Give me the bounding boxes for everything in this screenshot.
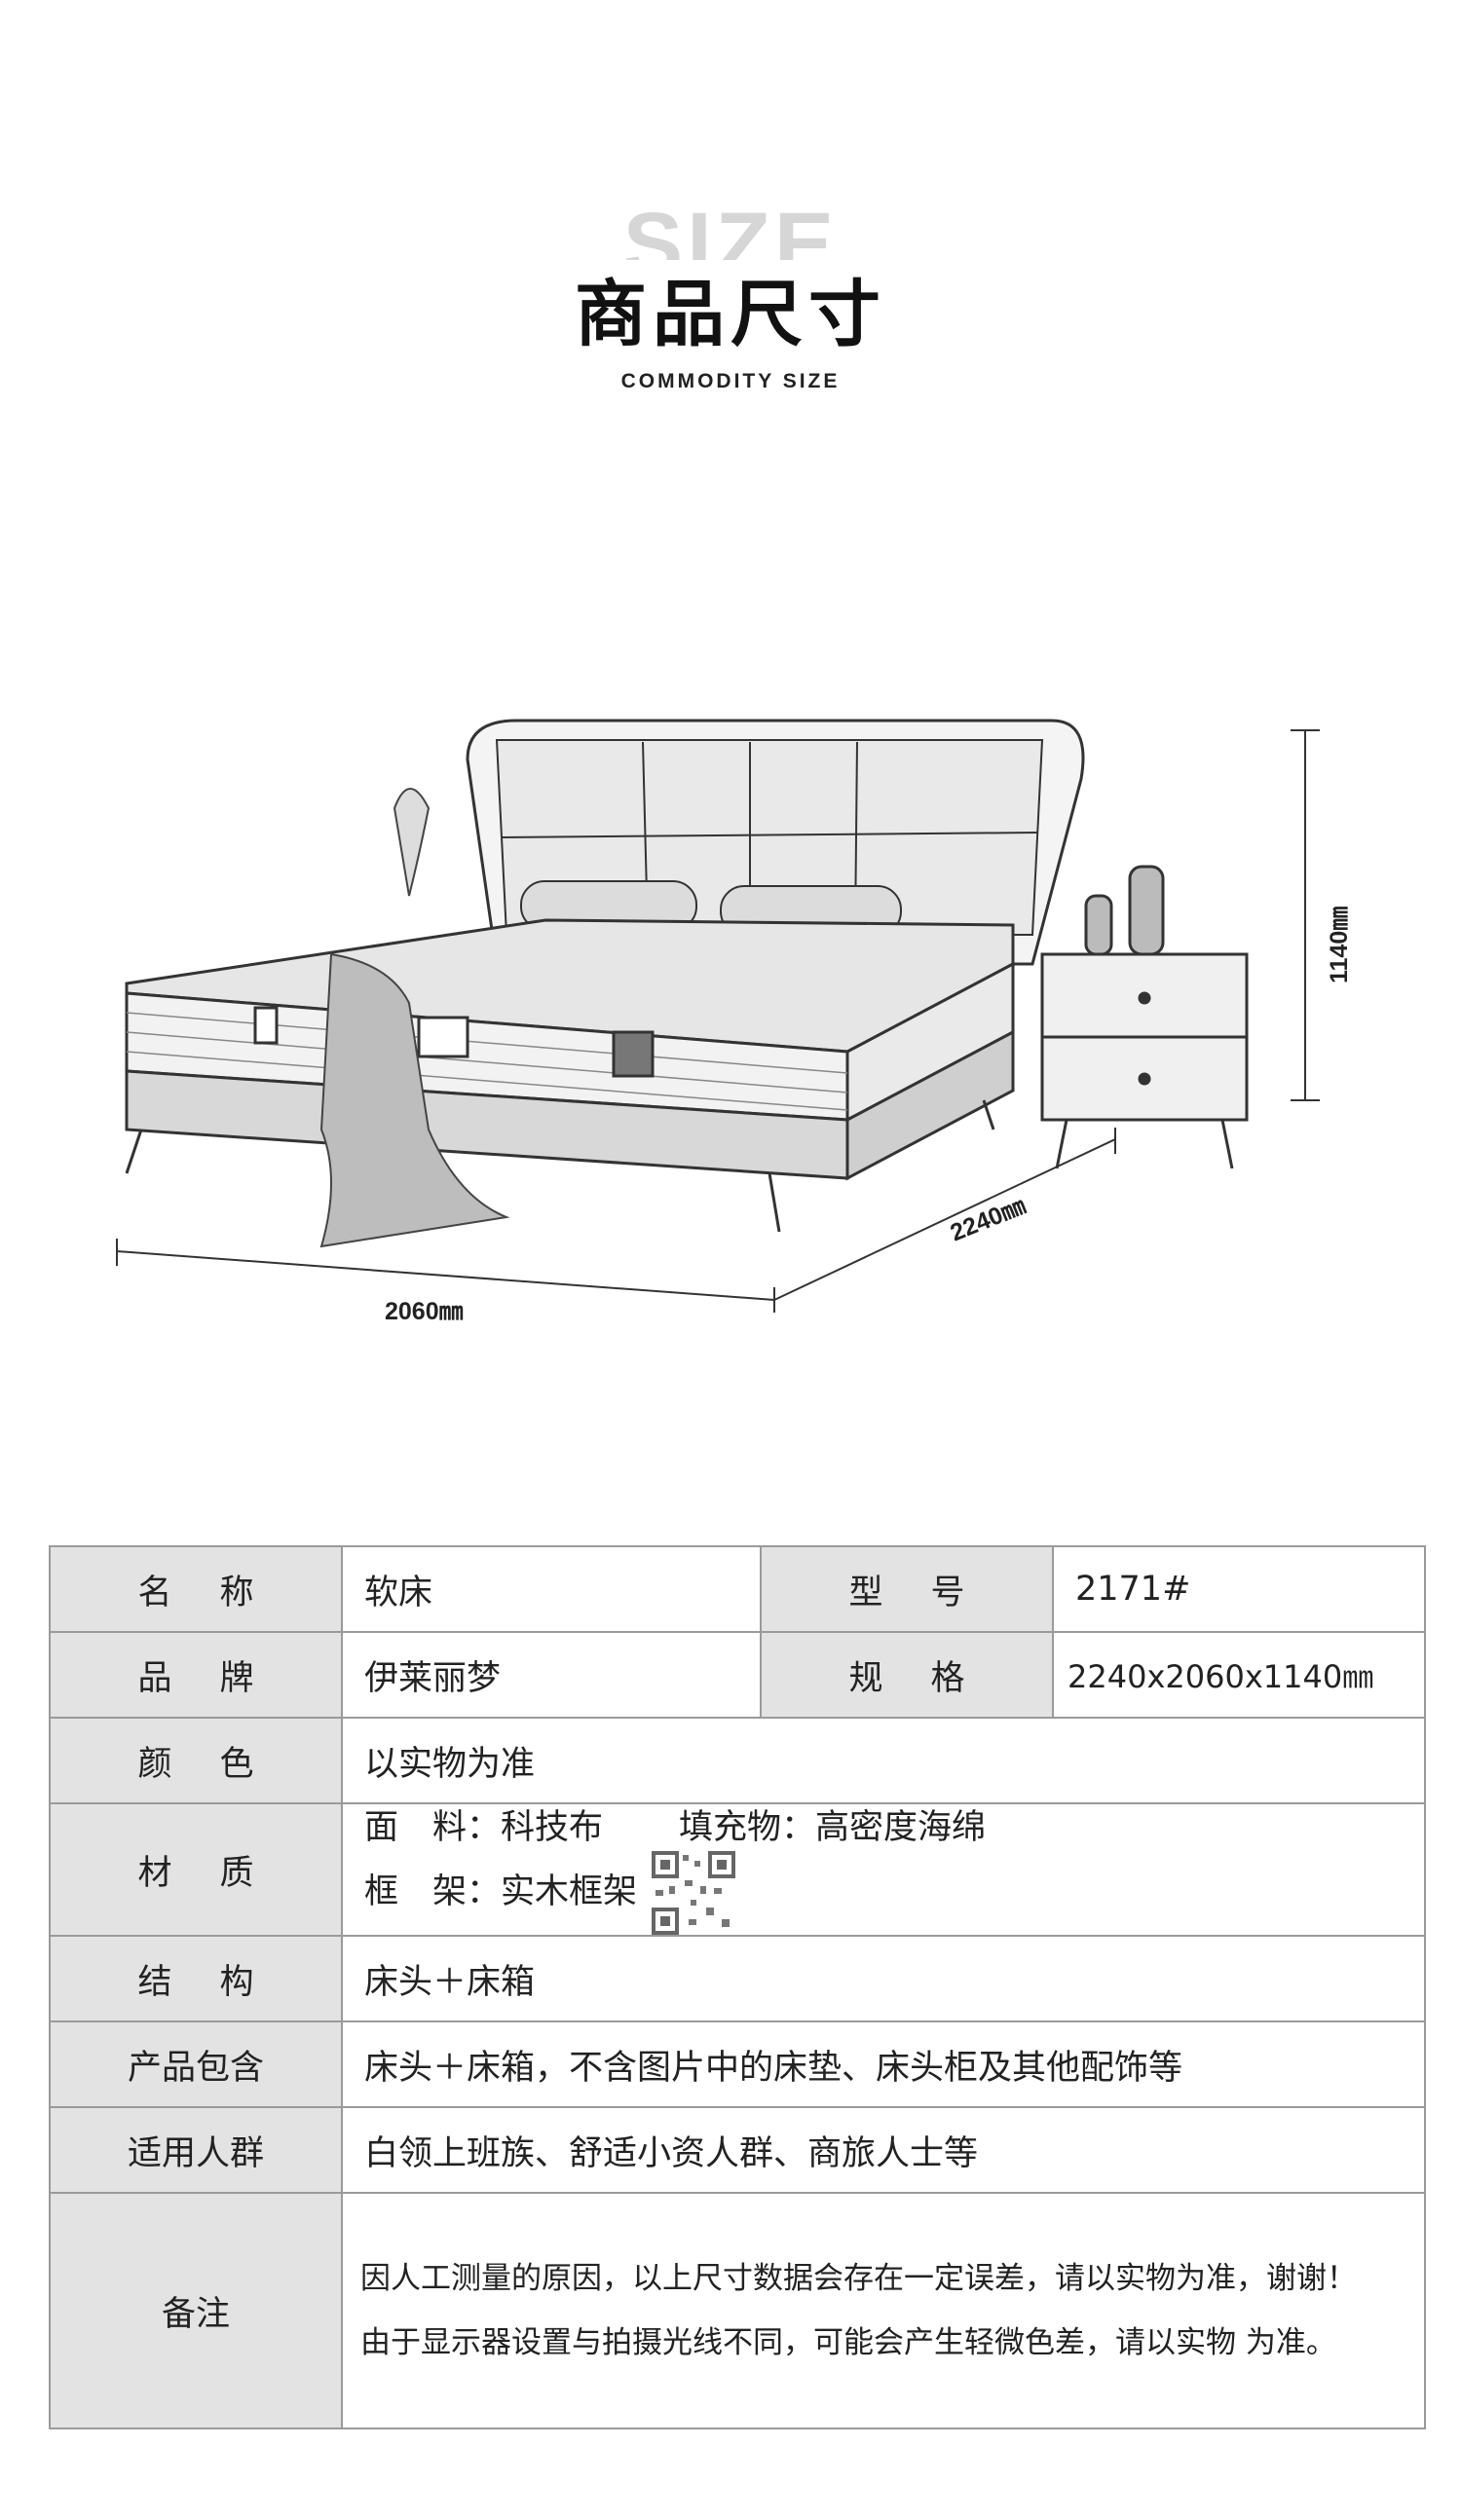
table-row: 品牌 伊莱丽梦 规格 2240x2060x1140㎜ [49, 1631, 1426, 1719]
depth-dimension: 2240㎜ [947, 1192, 1030, 1246]
color-label: 颜色 [49, 1717, 343, 1804]
color-value: 以实物为准 [341, 1717, 1426, 1804]
material-label: 材质 [49, 1802, 343, 1937]
model-value: 2171# [1052, 1545, 1426, 1633]
table-row: 材质 面 料：科技布 填充物：高密度海绵 框 架：实木框架 [49, 1802, 1426, 1937]
frame-text: 框 架：实木框架 [364, 1872, 638, 1911]
dimension-lines [116, 729, 1320, 1313]
size-label: 规格 [760, 1631, 1054, 1719]
qr-code-icon [652, 1851, 736, 1935]
filling-text: 填充物：高密度海绵 [679, 1808, 987, 1847]
width-dimension: 2060㎜ [385, 1298, 464, 1325]
model-label: 型号 [760, 1545, 1054, 1633]
material-value: 面 料：科技布 填充物：高密度海绵 框 架：实木框架 [341, 1802, 1426, 1937]
users-value: 白领上班族、舒适小资人群、商旅人士等 [341, 2106, 1426, 2194]
structure-label: 结构 [49, 1935, 343, 2022]
table-row: 颜色 以实物为准 [49, 1717, 1426, 1804]
name-value: 软床 [341, 1545, 762, 1633]
note-line-1: 因人工测量的原因，以上尺寸数据会存在一定误差，请以实物为准，谢谢！ [360, 2261, 1357, 2296]
brand-label: 品牌 [49, 1631, 343, 1719]
package-value: 床头＋床箱，不含图片中的床垫、床头柜及其他配饰等 [341, 2020, 1426, 2108]
note-label: 备注 [49, 2192, 343, 2429]
table-row: 备注 因人工测量的原因，以上尺寸数据会存在一定误差，请以实物为准，谢谢！ 由于显… [49, 2192, 1426, 2429]
table-row: 名称 软床 型号 2171# [49, 1545, 1426, 1633]
users-label: 适用人群 [49, 2106, 343, 2194]
brand-value: 伊莱丽梦 [341, 1631, 762, 1719]
size-watermark: SIZE [622, 200, 839, 260]
height-dimension: 1140㎜ [1326, 907, 1353, 983]
structure-value: 床头＋床箱 [341, 1935, 1426, 2022]
size-value: 2240x2060x1140㎜ [1052, 1631, 1426, 1719]
table-row: 适用人群 白领上班族、舒适小资人群、商旅人士等 [49, 2106, 1426, 2194]
table-row: 结构 床头＋床箱 [49, 1935, 1426, 2022]
page-title: 商品尺寸 [575, 273, 886, 356]
throw-blanket-illustration [319, 952, 510, 1248]
bed-base-illustration [125, 1029, 1015, 1233]
bed-dimension-drawing: 2060㎜ 2240㎜ 1140㎜ [116, 719, 1353, 1325]
page-subtitle: COMMODITY SIZE [620, 370, 841, 392]
mattress-illustration [125, 918, 1015, 1123]
lamp-illustration [393, 788, 431, 897]
nightstand-illustration [1040, 865, 1249, 1169]
fabric-text: 面 料：科技布 [364, 1808, 604, 1847]
note-value: 因人工测量的原因，以上尺寸数据会存在一定误差，请以实物为准，谢谢！ 由于显示器设… [341, 2192, 1426, 2429]
name-label: 名称 [49, 1545, 343, 1633]
table-row: 产品包含 床头＋床箱，不含图片中的床垫、床头柜及其他配饰等 [49, 2020, 1426, 2108]
package-label: 产品包含 [49, 2020, 343, 2108]
spec-table: 名称 软床 型号 2171# 品牌 伊莱丽梦 规格 2240x2060x1140… [49, 1545, 1426, 2429]
note-line-2: 由于显示器设置与拍摄光线不同，可能会产生轻微色差，请以实物 为准。 [360, 2325, 1336, 2360]
